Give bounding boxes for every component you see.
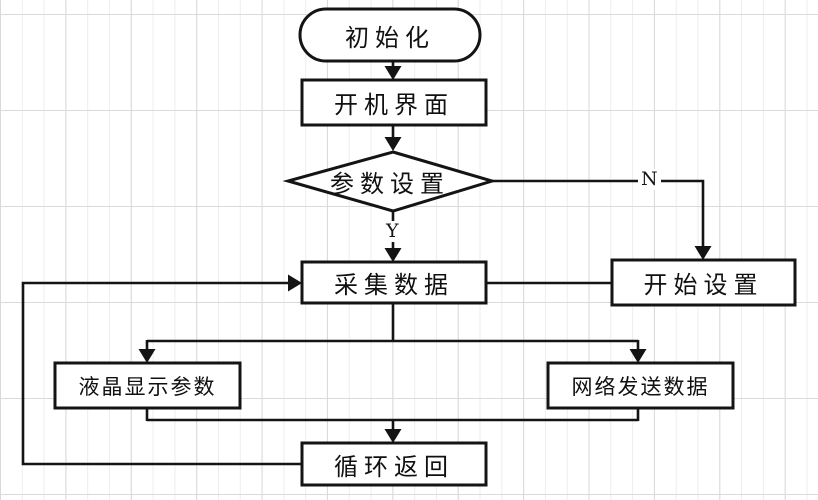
boot-screen-shape: [300, 78, 488, 127]
arrowhead-into-boot: [384, 66, 402, 80]
param-setting-decision-shape: [282, 150, 498, 213]
arrowhead-into-decision: [384, 137, 402, 151]
network-send-shape: [546, 361, 735, 410]
lcd-display-shape: [53, 361, 242, 410]
collect-data-shape: [300, 260, 488, 305]
arrowhead-loop-into-collect: [288, 274, 302, 292]
arrowhead-into-loopreturn: [384, 429, 402, 443]
start-terminator-shape: [298, 7, 482, 63]
arrowhead-into-collect: [384, 248, 402, 262]
arrowhead-into-network: [629, 349, 647, 363]
loop-return-shape: [300, 441, 488, 487]
edge-loopreturn-collect: [21, 281, 302, 466]
edge-decision-startsetting: [492, 179, 705, 246]
start-setting-shape: [610, 258, 797, 307]
arrowhead-into-startsetting: [694, 246, 712, 260]
arrowhead-into-lcd: [138, 349, 156, 363]
